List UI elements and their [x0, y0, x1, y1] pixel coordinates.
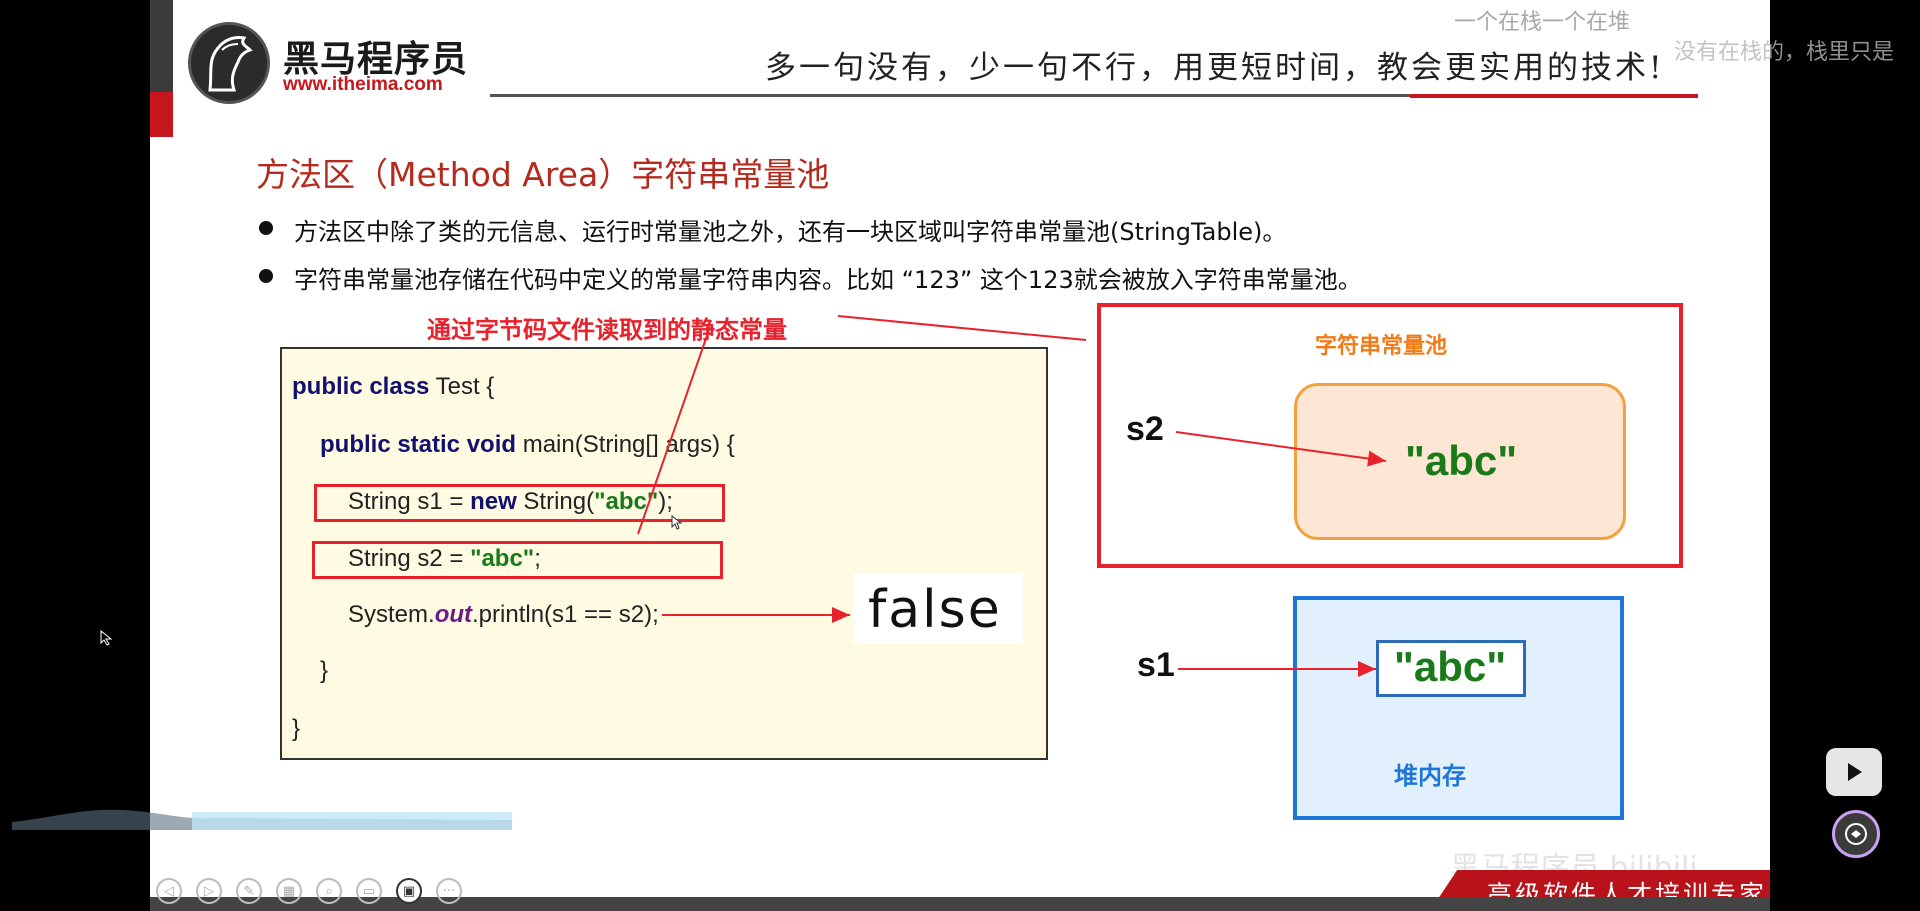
code-text: System.	[348, 601, 435, 628]
code-text: ;	[534, 545, 541, 572]
code-line-6: }	[320, 657, 329, 684]
camera-icon[interactable]: ▣	[396, 878, 422, 904]
slide-left-strip	[150, 0, 173, 92]
var-s2-label: s2	[1126, 410, 1164, 448]
string-pool-value: "abc"	[1405, 437, 1518, 484]
annotation-label: 通过字节码文件读取到的静态常量	[427, 316, 787, 344]
bullet-text: 字符串常量池存储在代码中定义的常量字符串内容。比如 “123” 这个123就会被…	[294, 266, 1362, 294]
code-text: String s2 =	[348, 545, 471, 572]
danmaku-comment: 没有在栈的，栈里只是	[1674, 40, 1895, 65]
danmaku-comment: 一个在栈一个在堆	[1454, 10, 1631, 35]
cursor-icon	[671, 515, 683, 530]
code-line-3: String s1 = new String("abc");	[348, 488, 673, 516]
code-string: "abc"	[594, 488, 659, 515]
bullet-dot	[259, 221, 273, 235]
var-s1-label: s1	[1137, 646, 1175, 684]
brand-url: www.itheima.com	[283, 74, 443, 95]
code-line-2: public static void main(String[] args) {	[320, 431, 735, 459]
code-block	[280, 347, 1048, 760]
slides-icon[interactable]: ▦	[276, 878, 302, 904]
code-string: "abc"	[470, 545, 535, 572]
code-field: out	[434, 601, 472, 628]
slide-left-strip-red	[150, 92, 173, 137]
highlight-box-s1	[314, 484, 725, 522]
bullet-text: 方法区中除了类的元信息、运行时常量池之外，还有一块区域叫字符串常量池(Strin…	[294, 218, 1287, 246]
more-icon[interactable]: ···	[436, 878, 462, 904]
code-text: );	[658, 488, 673, 515]
next-icon[interactable]: ▷	[196, 878, 222, 904]
annotation-arrow-line	[837, 315, 1087, 341]
code-line-7: }	[292, 715, 301, 742]
string-pool-label: 字符串常量池	[1315, 334, 1448, 359]
slide-title: 方法区（Method Area）字符串常量池	[256, 155, 830, 194]
pen-icon[interactable]: ✎	[236, 878, 262, 904]
play-icon[interactable]	[1826, 748, 1882, 796]
heap-object	[1376, 640, 1526, 697]
code-text: String(	[516, 488, 595, 515]
code-line-1: public class Test {	[292, 373, 494, 401]
heap-memory-label: 堆内存	[1394, 762, 1466, 790]
brand-name: 黑马程序员	[283, 39, 469, 80]
string-pool-entry	[1294, 383, 1626, 540]
horse-icon	[208, 36, 253, 92]
play-triangle-icon	[1848, 763, 1862, 781]
subtitle-icon[interactable]: ▭	[356, 878, 382, 904]
code-keyword: new	[470, 488, 517, 515]
result-text: false	[868, 580, 1002, 640]
zoom-icon[interactable]: ⌕	[316, 878, 342, 904]
code-text: Test {	[429, 373, 495, 400]
tv-icon	[1845, 823, 1867, 845]
result-box	[853, 574, 1023, 644]
brand-slogan: 多一句没有，少一句不行，用更短时间，教会更实用的技术!	[765, 50, 1665, 86]
code-text: main(String[] args) {	[516, 431, 735, 458]
heap-memory-box	[1293, 596, 1624, 820]
code-line-5: System.out.println(s1 == s2);	[348, 601, 659, 629]
cursor-icon	[100, 630, 113, 646]
prev-icon[interactable]: ◁	[156, 878, 182, 904]
code-text: String s1 =	[348, 488, 471, 515]
header-divider	[490, 94, 1698, 97]
progress-waveform[interactable]	[12, 800, 512, 830]
code-text: .println(s1 == s2);	[472, 601, 659, 628]
bullet-dot	[259, 269, 273, 283]
triple-like-icon[interactable]	[1832, 810, 1880, 858]
player-bottom-bar	[150, 897, 1770, 911]
header-divider-accent	[1410, 94, 1698, 98]
heap-object-value: "abc"	[1394, 643, 1507, 690]
s2-arrow	[1175, 431, 1387, 467]
highlight-box-s2	[312, 541, 723, 579]
annotation-arrow-line	[637, 326, 711, 535]
code-line-4: String s2 = "abc";	[348, 545, 541, 573]
code-keyword: public class	[292, 373, 430, 400]
code-keyword: public static void	[320, 431, 517, 458]
